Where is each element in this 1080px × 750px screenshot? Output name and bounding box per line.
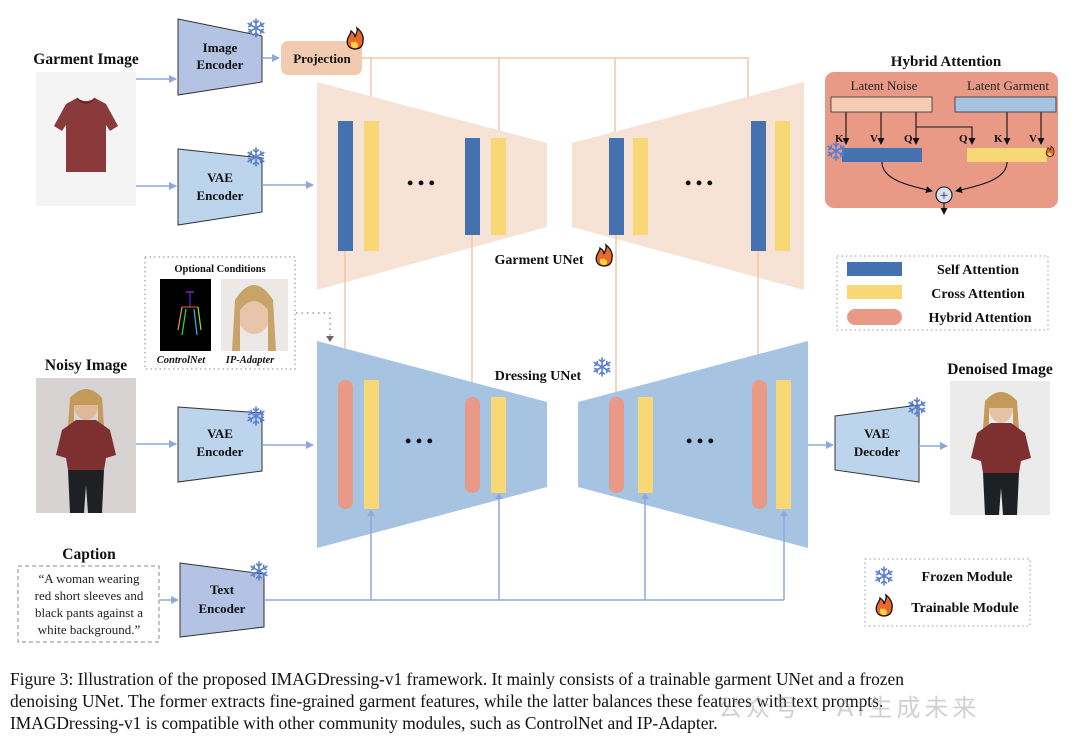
garment-unet: • • • • • • Garment UNet	[317, 82, 804, 290]
svg-text:Q: Q	[904, 133, 913, 145]
ellipsis: • • •	[405, 431, 433, 451]
svg-text:Decoder: Decoder	[854, 444, 900, 459]
snowflake-icon	[593, 357, 611, 377]
svg-text:Latent Noise: Latent Noise	[851, 78, 918, 93]
denoised-image	[950, 381, 1050, 515]
image-encoder: Image Encoder	[177, 18, 265, 96]
hybrid-attention-block	[609, 397, 624, 493]
legend-frozen-module: Frozen Module	[921, 570, 1012, 585]
text-encoder: Text Encoder	[179, 561, 268, 638]
figure-caption: Figure 3: Illustration of the proposed I…	[10, 668, 1075, 734]
optional-conditions-connector	[296, 312, 331, 336]
garment-image-title: Garment Image	[33, 51, 139, 68]
vae-decoder: VAE Decoder	[834, 397, 926, 483]
svg-text:Image: Image	[203, 40, 238, 55]
svg-text:Encoder: Encoder	[197, 444, 244, 459]
svg-text:K: K	[994, 133, 1003, 145]
framework-diagram: Garment Image Image Encoder Projection V…	[17, 18, 1058, 643]
ip-adapter-face-image	[221, 279, 288, 351]
svg-text:+: +	[940, 188, 948, 204]
svg-text:V: V	[1029, 133, 1037, 145]
caption-line: denoising UNet. The former extracts fine…	[10, 691, 884, 711]
projection-module: Projection	[281, 27, 364, 75]
cross-attention-block	[491, 397, 506, 493]
self-attention-block	[465, 138, 480, 235]
optional-conditions: Optional Conditions ControlNet IP-Adapte…	[144, 256, 296, 370]
svg-text:VAE: VAE	[207, 170, 233, 185]
svg-text:IP-Adapter: IP-Adapter	[225, 355, 275, 366]
self-attention-block	[751, 121, 766, 251]
svg-text:Latent Garment: Latent Garment	[967, 78, 1049, 93]
cross-attention-block	[364, 121, 379, 251]
cross-attention-block	[364, 380, 379, 509]
hybrid-attention-panel: Latent Noise Latent Garment K V Q Q K V …	[825, 72, 1058, 215]
svg-text:Encoder: Encoder	[197, 188, 244, 203]
svg-text:black pants against a: black pants against a	[35, 605, 143, 620]
self-attention-block	[338, 121, 353, 251]
legend-cross-attention: Cross Attention	[931, 287, 1025, 302]
caption-line: IMAGDressing-v1 is compatible with other…	[10, 713, 718, 733]
ellipsis: • • •	[685, 173, 713, 193]
dressing-unet-label: Dressing UNet	[495, 369, 582, 384]
svg-text:“A woman wearing: “A woman wearing	[38, 571, 140, 586]
fire-icon	[875, 594, 893, 617]
svg-text:ControlNet: ControlNet	[157, 355, 207, 366]
noisy-image-title: Noisy Image	[45, 357, 127, 374]
vae-encoder-garment: VAE Encoder	[177, 147, 265, 226]
svg-text:Encoder: Encoder	[197, 57, 244, 72]
svg-text:VAE: VAE	[207, 426, 233, 441]
hybrid-attention-block	[465, 397, 480, 493]
legend-self-attention: Self Attention	[937, 263, 1019, 278]
garment-image	[36, 72, 136, 206]
caption-box: “A woman wearing red short sleeves and b…	[17, 565, 160, 643]
cross-attention-block	[633, 138, 648, 235]
garment-unet-label: Garment UNet	[494, 253, 583, 268]
text-encoder-connections	[264, 498, 785, 601]
hybrid-attention-title: Hybrid Attention	[891, 54, 1002, 70]
denoised-image-title: Denoised Image	[947, 361, 1053, 378]
hybrid-attention-block	[752, 380, 767, 509]
svg-text:Optional Conditions: Optional Conditions	[174, 264, 265, 275]
fire-icon	[346, 27, 364, 50]
ellipsis: • • •	[407, 173, 435, 193]
cross-attention-block	[638, 397, 653, 493]
cross-attention-block	[775, 121, 790, 251]
svg-text:V: V	[870, 133, 878, 145]
svg-text:Text: Text	[210, 582, 235, 597]
cross-attention-bar	[967, 148, 1047, 162]
snowflake-icon	[875, 566, 893, 586]
sum-operator	[935, 186, 953, 204]
hybrid-attention-block	[338, 380, 353, 509]
cross-attention-block	[491, 138, 506, 235]
module-legend: Frozen Module Trainable Module	[864, 558, 1031, 627]
svg-text:Projection: Projection	[293, 51, 351, 66]
caption-title: Caption	[62, 546, 116, 563]
legend-hybrid-attention: Hybrid Attention	[928, 311, 1031, 326]
svg-text:Encoder: Encoder	[199, 601, 246, 616]
self-attention-block	[609, 138, 624, 235]
caption-line: Figure 3: Illustration of the proposed I…	[10, 669, 904, 689]
cross-attention-block	[776, 380, 791, 509]
self-attention-bar	[842, 148, 922, 162]
attention-legend: Self Attention Cross Attention Hybrid At…	[836, 255, 1049, 331]
svg-text:Q: Q	[959, 133, 968, 145]
legend-trainable-module: Trainable Module	[911, 601, 1018, 616]
svg-text:white background.”: white background.”	[38, 622, 141, 637]
noisy-image	[36, 378, 136, 513]
vae-encoder-noisy: VAE Encoder	[177, 406, 265, 483]
svg-text:red short sleeves and: red short sleeves and	[35, 588, 144, 603]
svg-text:VAE: VAE	[864, 426, 890, 441]
dressing-unet: • • • • • • Dressing UNet	[317, 341, 808, 548]
controlnet-pose-image	[160, 279, 211, 351]
fire-icon	[595, 244, 613, 267]
svg-text:K: K	[835, 133, 844, 145]
ellipsis: • • •	[686, 431, 714, 451]
